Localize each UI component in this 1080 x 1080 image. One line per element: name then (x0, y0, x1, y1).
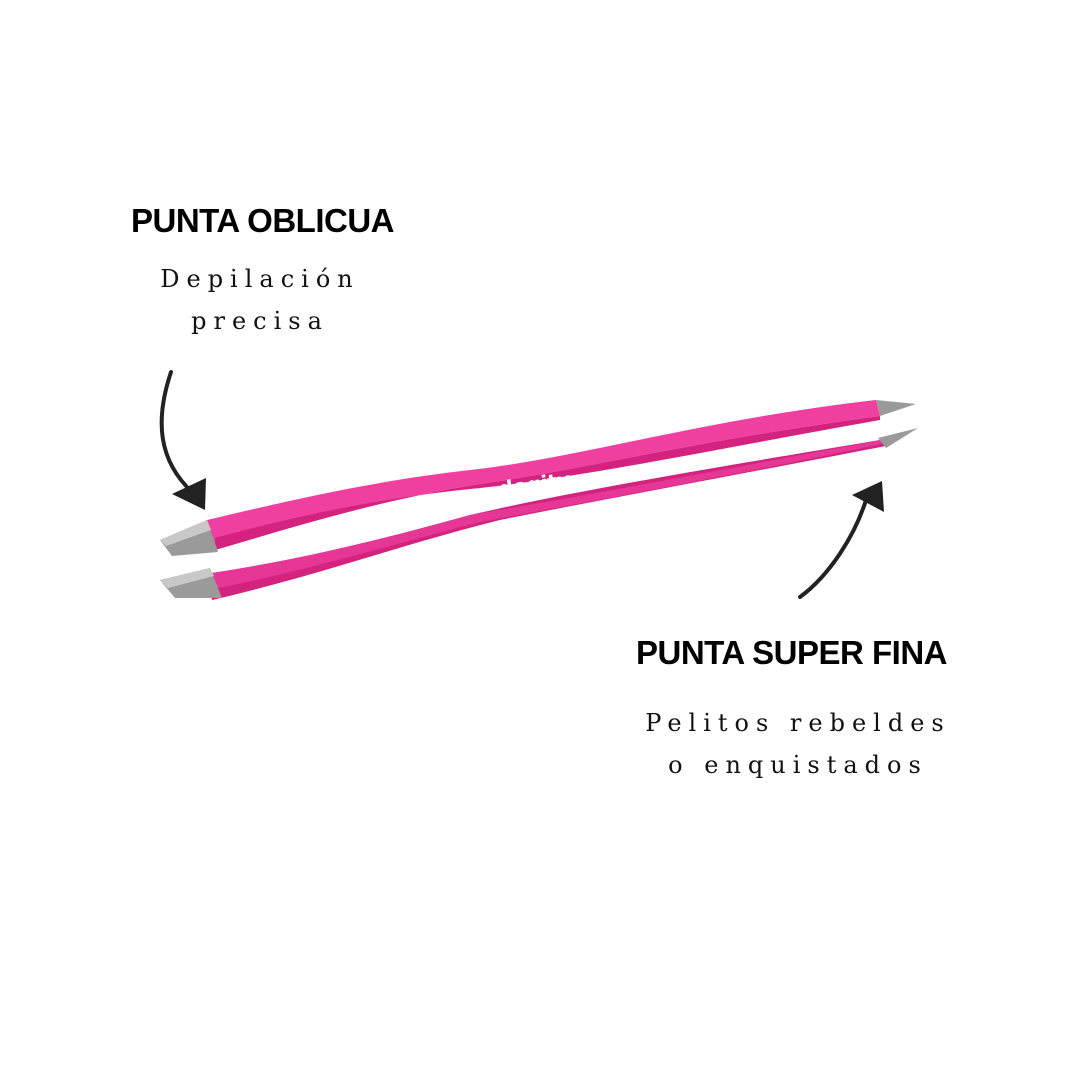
arrow-right-icon (798, 481, 884, 599)
punta-oblicua-heading: PUNTA OBLICUA (131, 202, 394, 239)
punta-oblicua-description: Depilación precisa (160, 265, 360, 335)
punta-super-fina-heading: PUNTA SUPER FINA (636, 634, 948, 671)
fine-tip-upper (876, 400, 916, 416)
tweezers-upper-arm (160, 400, 916, 556)
arrow-left-icon (159, 370, 206, 510)
tweezers-lower-arm (160, 428, 918, 600)
fine-tip-lower (878, 428, 918, 448)
punta-super-fina-description: Pelitos rebeldes o enquistados (645, 709, 951, 779)
